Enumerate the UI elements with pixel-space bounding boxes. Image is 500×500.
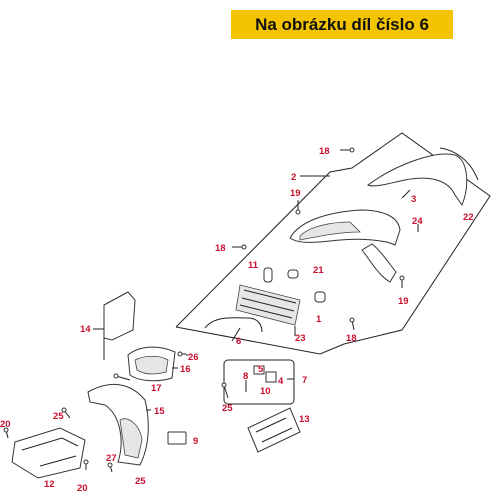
callout-2: 2 xyxy=(291,172,296,183)
bulb-parts xyxy=(263,267,326,303)
callout-20-bottom: 20 xyxy=(77,483,88,494)
callout-labels: 1 2 3 4 5 6 7 8 9 10 11 12 13 14 15 16 1… xyxy=(0,146,474,494)
mudguard-part-15 xyxy=(87,383,149,466)
reflector-part-16 xyxy=(127,346,176,382)
side-panel-part-3 xyxy=(367,147,479,207)
callout-12: 12 xyxy=(44,479,55,490)
callout-25-left: 25 xyxy=(53,411,64,422)
callout-27: 27 xyxy=(106,453,117,464)
callout-7: 7 xyxy=(302,375,307,386)
callout-25-mid: 25 xyxy=(222,403,233,414)
callout-17: 17 xyxy=(151,383,162,394)
callout-3: 3 xyxy=(411,194,416,205)
bracket-part-14 xyxy=(103,291,136,360)
callout-18-top: 18 xyxy=(319,146,330,157)
assembly-outline xyxy=(175,132,491,355)
callout-18-bottom: 18 xyxy=(346,333,357,344)
callout-8: 8 xyxy=(243,371,248,382)
small-parts-group-7 xyxy=(245,365,277,392)
callout-14: 14 xyxy=(80,324,91,335)
bolts xyxy=(3,147,419,473)
callout-22: 22 xyxy=(463,212,474,223)
lamp-assembly-part-6 xyxy=(204,284,301,333)
reflector-part-9 xyxy=(167,431,187,445)
callout-23: 23 xyxy=(295,333,306,344)
callout-15: 15 xyxy=(154,406,165,417)
callout-19-right: 19 xyxy=(398,296,409,307)
callout-26: 26 xyxy=(188,352,199,363)
callout-16: 16 xyxy=(180,364,191,375)
lamp-group-outline xyxy=(223,359,295,405)
callout-21: 21 xyxy=(313,265,324,276)
callout-6: 6 xyxy=(236,336,241,347)
callout-19-upper: 19 xyxy=(290,188,301,199)
callout-24: 24 xyxy=(412,216,423,227)
callout-1: 1 xyxy=(316,314,322,325)
callout-25-bottom: 25 xyxy=(135,476,146,487)
callout-4: 4 xyxy=(278,376,284,387)
undertray-part-12 xyxy=(11,427,86,479)
tail-housing-part-2 xyxy=(289,209,401,283)
leader-lines xyxy=(93,175,411,411)
callout-11: 11 xyxy=(248,260,259,271)
callout-5: 5 xyxy=(258,364,264,375)
callout-9: 9 xyxy=(193,436,198,447)
callout-13: 13 xyxy=(299,414,310,425)
callout-10: 10 xyxy=(260,386,271,397)
part-number-banner: Na obrázku díl číslo 6 xyxy=(231,10,453,39)
callout-20-left: 20 xyxy=(0,419,11,430)
callout-18-left: 18 xyxy=(215,243,226,254)
plate-part-13 xyxy=(247,407,301,453)
